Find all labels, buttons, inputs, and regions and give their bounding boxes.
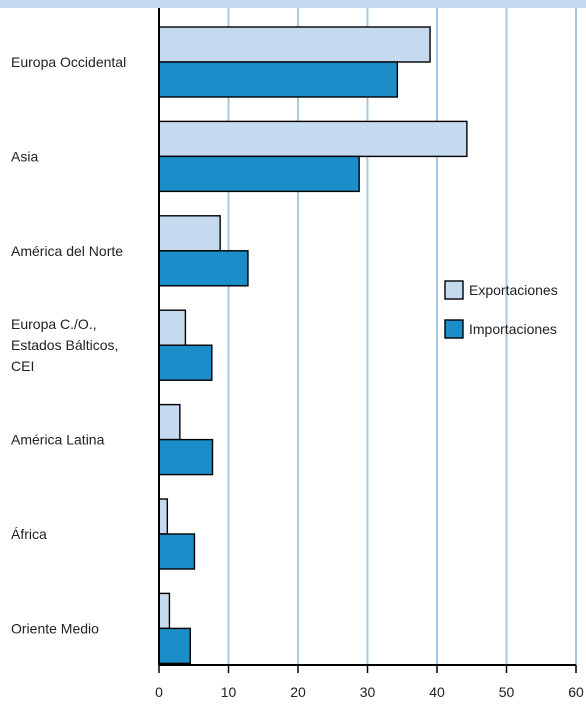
bar-importaciones [158,155,360,193]
bar-exportaciones [158,120,468,158]
bar-importaciones [158,533,196,570]
category-label: Europa Occidental [11,54,126,70]
x-tick-label: 0 [155,684,163,700]
category-label: América Latina [11,432,105,448]
x-tick-label: 30 [360,684,376,700]
axis [158,8,577,673]
legend-label: Importaciones [469,321,557,337]
x-tick-label: 60 [568,684,584,700]
bar-importaciones [158,61,399,98]
category-label: Asia [11,148,38,164]
bar-exportaciones [158,26,431,63]
bar-exportaciones [158,498,169,535]
category-label: América del Norte [11,243,123,259]
tick-labels: 0 10 20 30 40 50 60 [155,684,584,700]
bar-exportaciones [158,309,187,346]
category-label: Europa C./O.,Estados Bálticos,CEI [11,316,118,374]
legend-swatch [444,319,464,339]
x-tick-label: 10 [221,684,237,700]
bar-importaciones [158,344,213,381]
x-tick-label: 50 [499,684,515,700]
top-band [0,0,586,8]
bar-importaciones [158,438,214,476]
legend-label: Exportaciones [469,282,558,298]
bar-exportaciones [158,215,221,252]
grid-lines [227,8,577,665]
category-label: Oriente Medio [11,620,99,636]
bar-importaciones [158,627,191,665]
bar-importaciones [158,250,249,287]
bar-exportaciones [158,403,181,441]
legend-swatch [444,280,464,300]
bar-exportaciones [158,592,171,630]
category-label: África [11,526,47,542]
x-tick-label: 20 [290,684,306,700]
x-tick-label: 40 [429,684,445,700]
bars [158,26,468,665]
